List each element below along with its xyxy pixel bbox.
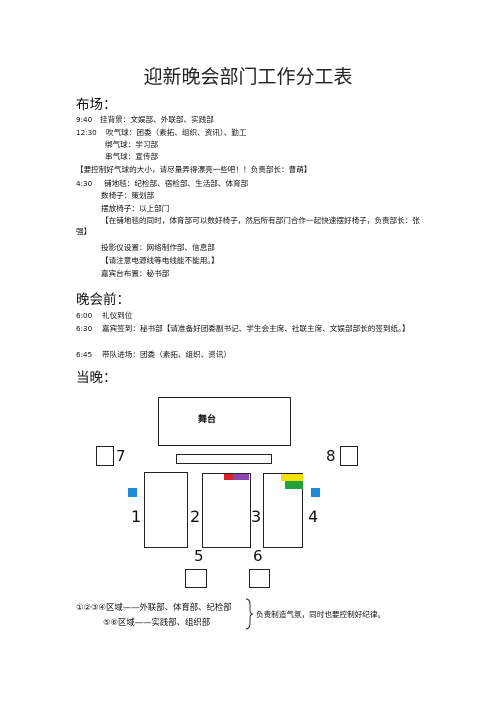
setup-line-1: 9:40 挂背景：文娱部、外联部、实践部 <box>76 114 214 125</box>
box-5 <box>185 569 207 588</box>
stage-box <box>158 397 291 446</box>
blue-marker-right <box>311 488 320 497</box>
legend-brace <box>245 598 254 630</box>
box-6 <box>249 569 270 588</box>
legend-line-1: ①②③④区域——外联部、体育部、纪检部 <box>76 602 232 612</box>
green-marker <box>285 481 303 489</box>
zone-label-8: 8 <box>326 447 336 465</box>
setup-line-8: 投影仪设置：网络制作部、信息部 <box>101 243 215 252</box>
zone-2-block <box>202 473 251 548</box>
setup-line-4: 串气球：宣传部 <box>105 152 159 161</box>
time-label: 6:30 <box>76 324 93 333</box>
task-text: 铺地毯：纪检部、宿检部、生活部、体育部 <box>104 179 249 188</box>
zone-label-3: 3 <box>251 507 262 526</box>
task-text: 吹气球：团委（素拓、组织、资讯）、勤工 <box>106 128 247 137</box>
setup-note-1: 【要控制好气球的大小，请尽量弄得漂亮一些吧！！负责部长：曹萌】 <box>76 165 312 174</box>
setup-line-2: 12:30 吹气球：团委（素拓、组织、资讯）、勤工 <box>76 127 246 138</box>
task-text: 嘉宾签到：秘书部【请准备好团委副书记、学生会主席、社联主席、文娱部部长的签到纸。… <box>102 324 410 333</box>
section-heading-night: 当晚： <box>76 370 117 386</box>
setup-line-9: 嘉宾台布置：秘书部 <box>101 269 170 278</box>
setup-line-5: 4:30 铺地毯：纪检部、宿检部、生活部、体育部 <box>76 178 248 189</box>
time-label: 12:30 <box>76 128 97 137</box>
time-label: 6:45 <box>76 350 93 359</box>
task-text: 挂背景：文娱部、外联部、实践部 <box>100 115 214 124</box>
stage-label: 舞台 <box>198 415 217 425</box>
setup-note-2: 【在铺地毯的同时，体育部可以数好椅子，然后所有部门合作一起快速摆好椅子，负责部长… <box>76 216 420 236</box>
setup-note-3: 【请注意电源线等电线能不能用。】 <box>101 256 219 265</box>
task-text: 礼仪到位 <box>102 311 133 320</box>
before-line-2: 6:30 嘉宾签到：秘书部【请准备好团委副书记、学生会主席、社联主席、文娱部部长的… <box>76 323 426 334</box>
box-8 <box>340 446 358 466</box>
zone-label-2: 2 <box>190 507 201 526</box>
zone-label-7: 7 <box>116 447 126 465</box>
setup-line-3: 绑气球：学习部 <box>105 140 159 149</box>
time-label: 4:30 <box>76 179 93 188</box>
page-title: 迎新晚会部门工作分工表 <box>143 66 353 88</box>
blue-marker-left <box>128 488 137 497</box>
zone-label-1: 1 <box>131 507 142 526</box>
zone-label-5: 5 <box>194 547 204 565</box>
setup-line-7: 摆放椅子：以上部门 <box>101 204 170 213</box>
yellow-marker <box>281 474 303 481</box>
before-line-1: 6:00 礼仪到位 <box>76 310 132 321</box>
time-label: 9:40 <box>76 115 93 124</box>
front-table <box>176 454 272 464</box>
zone-label-4: 4 <box>308 507 319 526</box>
setup-line-6: 数椅子：策划部 <box>101 191 155 200</box>
red-marker <box>224 474 233 480</box>
task-text: 带队进场：团委（素拓、组织、资讯） <box>102 350 232 359</box>
section-heading-before: 晚会前： <box>76 292 130 308</box>
legend-note: 负责制造气氛，同时也要控制好纪律。 <box>256 610 386 619</box>
before-line-3: 6:45 带队进场：团委（素拓、组织、资讯） <box>76 349 231 360</box>
box-7 <box>96 446 114 466</box>
zone-1-block <box>144 472 188 548</box>
legend-line-2: ⑤⑥区域——实践部、组织部 <box>103 617 211 627</box>
time-label: 6:00 <box>76 311 93 320</box>
zone-label-6: 6 <box>253 547 263 565</box>
section-heading-setup: 布场： <box>76 97 117 113</box>
purple-marker <box>233 474 249 480</box>
